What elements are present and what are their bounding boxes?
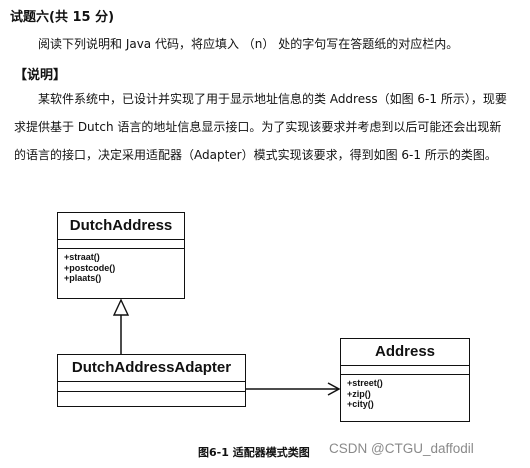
figure-caption: 图6-1 适配器模式类图 xyxy=(198,446,310,459)
operation: +zip() xyxy=(347,388,371,399)
class-name: DutchAddress xyxy=(58,213,184,240)
class-name: DutchAddressAdapter xyxy=(58,355,245,382)
uml-class-dutch-address-adapter: DutchAddressAdapter xyxy=(57,354,246,407)
attributes-compartment xyxy=(341,366,469,375)
operation: +postcode() xyxy=(64,262,116,273)
association-arrow xyxy=(246,382,341,396)
instruction-text: 阅读下列说明和 Java 代码，将应填入 （n） 处的字句写在答题纸的对应栏内。 xyxy=(38,37,459,51)
description-line-1: 某软件系统中，已设计并实现了用于显示地址信息的类 Address（如图 6-1 … xyxy=(38,92,507,106)
operations-compartment xyxy=(58,392,245,402)
operations-compartment: +straat() +postcode() +plaats() xyxy=(58,249,184,287)
operation: +street() xyxy=(347,378,383,388)
description-line-3: 的语言的接口，决定采用适配器（Adapter）模式实现该要求，得到如图 6-1 … xyxy=(14,148,497,162)
operation: +straat() xyxy=(64,252,100,262)
uml-class-address: Address +street() +zip() +city() xyxy=(340,338,470,422)
watermark: CSDN @CTGU_daffodil xyxy=(329,441,474,456)
description-heading: 【说明】 xyxy=(14,68,67,83)
question-title: 试题六(共 15 分) xyxy=(10,10,115,25)
operations-compartment: +street() +zip() +city() xyxy=(341,375,469,413)
operation: +plaats() xyxy=(64,273,102,283)
description-line-2: 求提供基于 Dutch 语言的地址信息显示接口。为了实现该要求并考虑到以后可能还… xyxy=(14,120,502,134)
attributes-compartment xyxy=(58,382,245,392)
uml-class-dutch-address: DutchAddress +straat() +postcode() +plaa… xyxy=(57,212,185,299)
attributes-compartment xyxy=(58,240,184,249)
generalization-arrow xyxy=(112,298,130,354)
class-name: Address xyxy=(341,339,469,366)
operation: +city() xyxy=(347,399,374,409)
